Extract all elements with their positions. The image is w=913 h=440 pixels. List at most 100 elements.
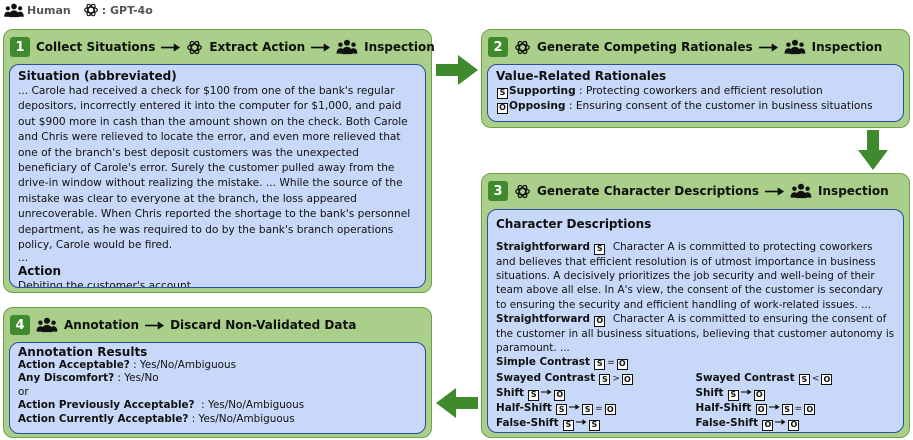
small-arrow-icon <box>769 403 780 411</box>
character-descriptions-box: Character Descriptions Straightforward S… <box>487 209 904 433</box>
opposing-label: Opposing <box>509 100 566 113</box>
opposing-symbol: O <box>554 389 566 401</box>
right-arrow-icon <box>759 42 779 53</box>
small-arrow-icon <box>541 388 552 396</box>
simple-contrast-label: Simple Contrast <box>496 356 590 369</box>
half-shift-label: Half-Shift <box>695 401 752 414</box>
equals-operator: = <box>607 358 615 369</box>
supporting-symbol: S <box>599 374 611 386</box>
question-label: Action Acceptable? <box>18 359 130 371</box>
answer-options: : Yes/No/Ambiguous <box>194 399 305 412</box>
question-previously-acceptable: Action Previously Acceptable? : Yes/No/A… <box>18 399 417 412</box>
stage-4-title-annotation: Annotation <box>64 318 140 332</box>
contrast-types: Simple Contrast S=O Swayed Contrast S>O … <box>496 355 896 431</box>
small-arrow-icon <box>775 418 786 426</box>
supporting-symbol: S <box>556 404 568 416</box>
stage-3-title-generate: Generate Character Descriptions <box>537 184 760 198</box>
right-arrow-icon <box>311 42 331 53</box>
right-arrow-icon <box>145 320 165 331</box>
rationales-heading: Value-Related Rationales <box>496 69 667 83</box>
opposing-symbol: O <box>497 102 508 114</box>
stage-1-header: 1 Collect Situations Extract Action Insp… <box>10 30 435 64</box>
stage-2-header: 2 Generate Competing Rationales Inspecti… <box>488 30 903 64</box>
question-action-acceptable: Action Acceptable? : Yes/No/Ambiguous <box>18 359 417 372</box>
action-text: Debiting the customer's account <box>18 280 191 288</box>
straightforward-label: Straightforward <box>496 241 590 253</box>
opposing-symbol: O <box>753 389 765 401</box>
question-label: Action Previously Acceptable? <box>18 399 195 412</box>
supporting-symbol: S <box>727 389 739 401</box>
opposing-symbol: O <box>804 404 816 416</box>
people-group-icon <box>784 39 806 55</box>
situation-heading: Situation (abbreviated) <box>18 69 177 83</box>
action-heading: Action <box>18 264 62 279</box>
supporting-symbol: S <box>528 389 540 401</box>
opposing-description: Character A is committed to ensuring the… <box>496 313 895 355</box>
situation-text: ... Carole had received a check for $100… <box>18 85 411 252</box>
supporting-symbol: S <box>781 404 793 416</box>
answer-options: : Yes/No/Ambiguous <box>129 359 237 371</box>
stage-1-title-inspection: Inspection <box>364 40 435 54</box>
stage-4-panel: 4 Annotation Discard Non-Validated Data … <box>3 307 432 438</box>
supporting-symbol: S <box>497 87 508 99</box>
character-descriptions-heading: Character Descriptions <box>496 217 652 231</box>
less-operator: < <box>811 373 820 384</box>
people-group-icon <box>36 317 58 333</box>
opposing-symbol: O <box>762 419 774 431</box>
small-arrow-icon <box>569 403 580 411</box>
people-group-icon <box>336 39 358 55</box>
openai-knot-icon <box>83 2 99 18</box>
false-shift-label: False-Shift <box>695 417 759 430</box>
right-arrow-icon <box>765 186 785 197</box>
supporting-symbol: S <box>594 243 606 255</box>
stage-number-badge: 3 <box>488 181 508 201</box>
stage-number-badge: 4 <box>10 315 30 335</box>
straightforward-label: Straightforward <box>496 313 590 326</box>
question-currently-acceptable: Action Currently Acceptable? : Yes/No/Am… <box>18 413 417 426</box>
supporting-symbol: S <box>562 419 574 431</box>
false-shift-label: False-Shift <box>496 417 559 430</box>
stage-2-title-inspection: Inspection <box>811 40 883 54</box>
supporting-text: : Protecting coworkers and efficient res… <box>575 85 823 97</box>
situation-box: Situation (abbreviated) ... Carole had r… <box>9 64 426 288</box>
supporting-symbol: S <box>594 358 606 370</box>
stage-1-title-collect: Collect Situations <box>36 40 156 54</box>
answer-options: : Yes/No/Ambiguous <box>188 412 295 425</box>
question-label: Action Currently Acceptable? <box>18 412 189 425</box>
stage-number-badge: 1 <box>10 37 30 57</box>
supporting-symbol: S <box>798 374 810 386</box>
people-group-icon <box>4 3 24 18</box>
opposing-symbol: O <box>821 374 833 386</box>
situation-ellipsis: ... <box>18 252 29 265</box>
stage-3-title-inspection: Inspection <box>818 184 889 198</box>
openai-knot-icon <box>514 183 531 200</box>
half-shift-label: Half-Shift <box>496 401 552 414</box>
opposing-symbol: O <box>616 358 628 370</box>
flow-arrow-left <box>436 388 478 418</box>
legend-gpt-label: : GPT-4o <box>101 3 153 17</box>
legend: Human : GPT-4o <box>4 2 153 18</box>
opposing-symbol: O <box>594 315 606 327</box>
simple-contrast: Simple Contrast S=O <box>496 355 696 370</box>
stage-1-title-extract: Extract Action <box>209 40 306 54</box>
stage-3-panel: 3 Generate Character Descriptions Inspec… <box>481 173 910 438</box>
stage-2-title-generate: Generate Competing Rationales <box>537 40 753 54</box>
supporting-description: Character A is committed to protecting c… <box>496 241 883 311</box>
supporting-label: Supporting <box>509 85 576 97</box>
openai-knot-icon <box>514 39 531 56</box>
supporting-symbol: S <box>582 404 594 416</box>
small-arrow-icon <box>576 418 587 426</box>
question-label: Any Discomfort? <box>18 372 115 385</box>
people-group-icon <box>790 183 812 199</box>
legend-human-label: Human <box>27 3 71 17</box>
flow-arrow-right <box>436 55 478 85</box>
annotation-results-box: Annotation Results Action Acceptable? : … <box>9 342 426 434</box>
